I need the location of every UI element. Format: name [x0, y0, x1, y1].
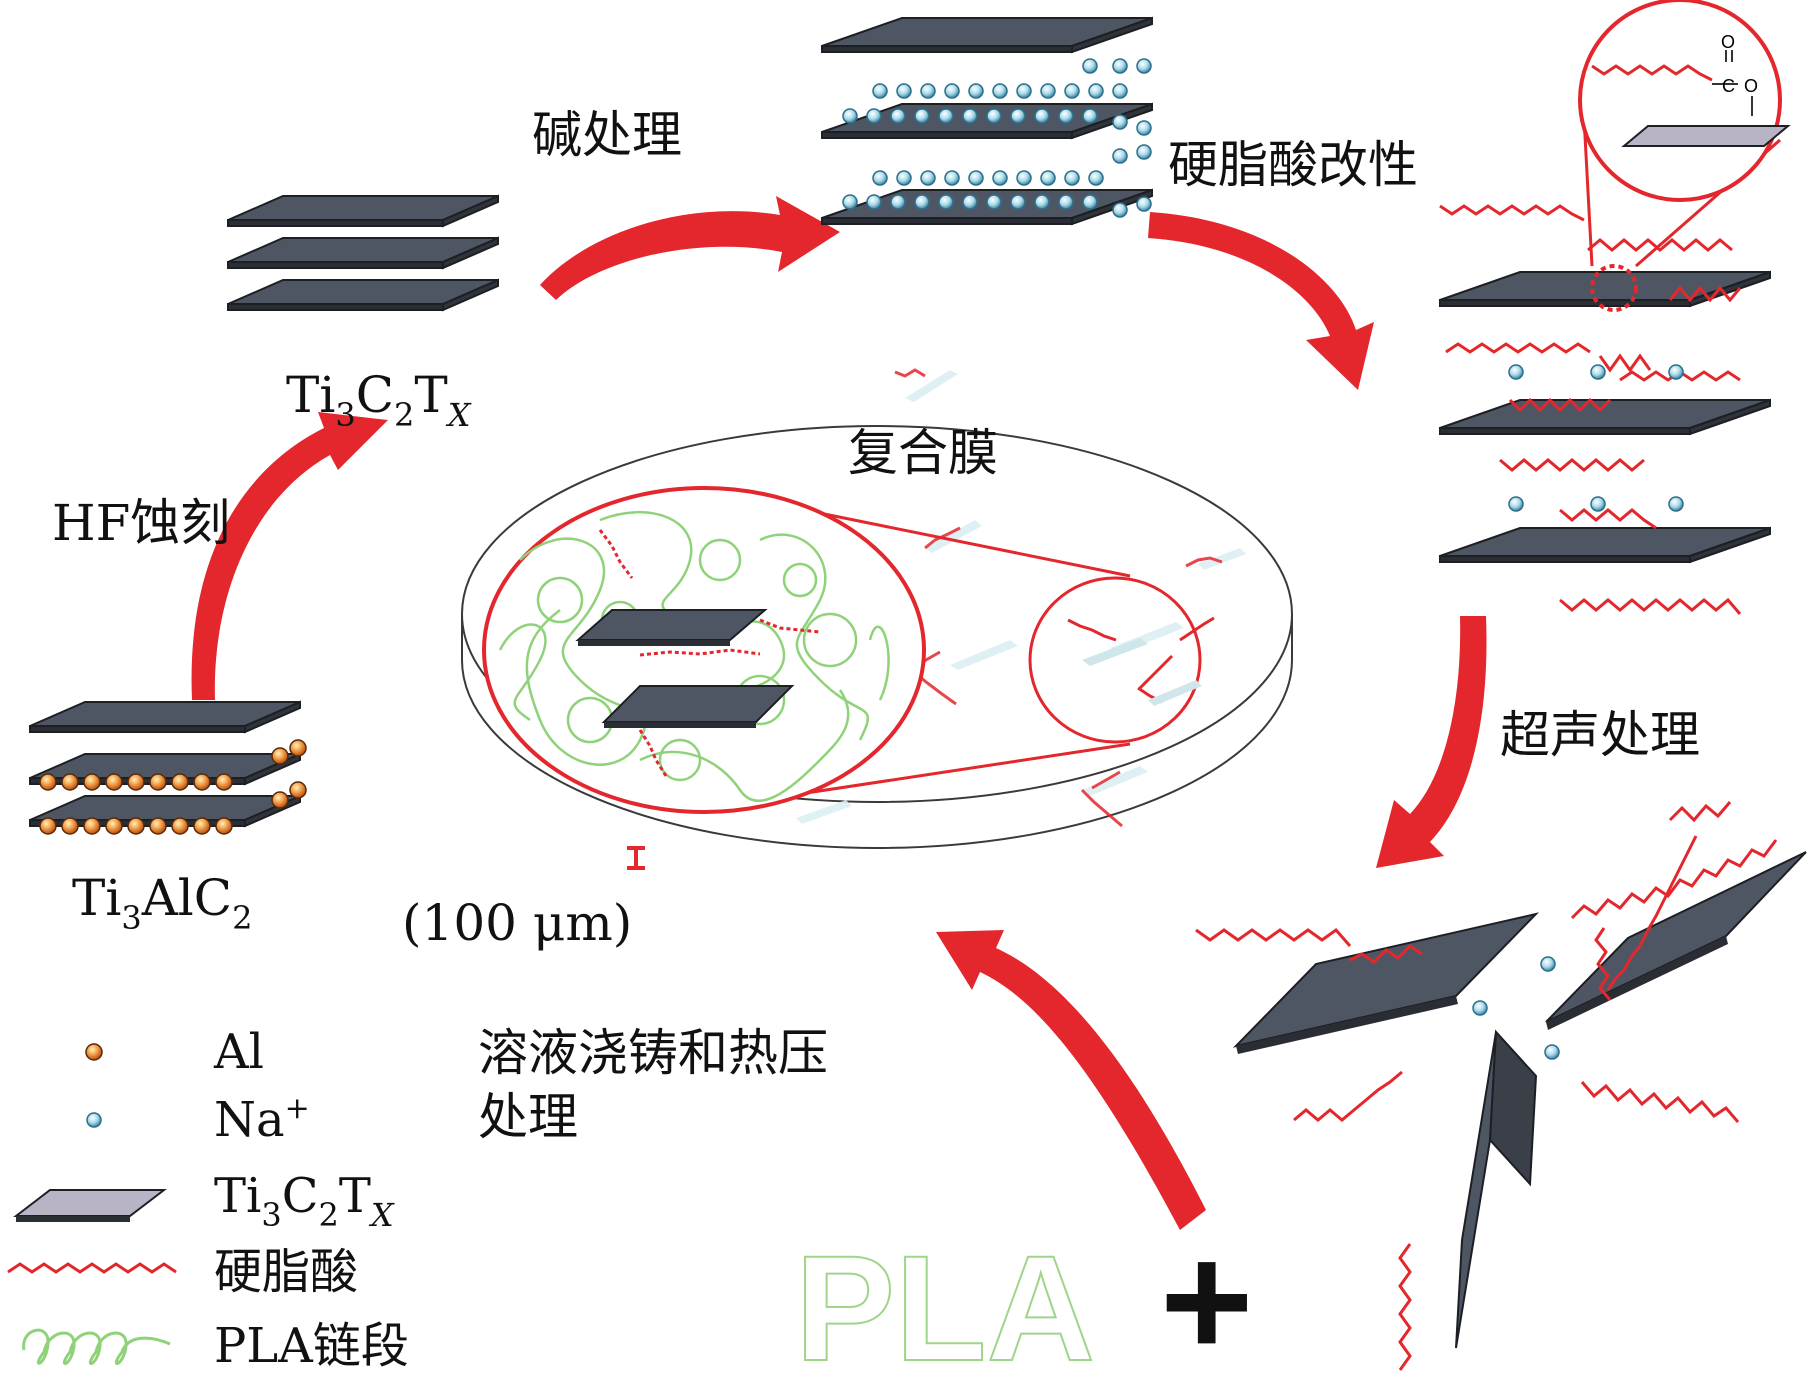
stearic-modified-stack	[1439, 204, 1771, 615]
zoom-flake-bottom	[601, 685, 795, 728]
arrow-casting	[936, 930, 1206, 1230]
arrow-ultrasound	[1376, 616, 1487, 868]
label-thickness: (100 μm)	[402, 894, 632, 952]
svg-text:O: O	[1744, 76, 1758, 96]
dispersed-flakes	[796, 368, 1246, 828]
legend: Al Na+ Ti3C2TX 硬脂酸 PLA链段	[7, 1024, 409, 1374]
legend-pla-chain: PLA链段	[22, 1318, 409, 1374]
svg-text:O: O	[1721, 32, 1735, 52]
arrow-alkali	[540, 196, 840, 300]
label-casting-line2: 处理	[478, 1088, 578, 1146]
flake-bottom	[1455, 1029, 1538, 1349]
plus-sign: +	[1160, 1211, 1253, 1381]
zoom-circle-small	[1028, 576, 1215, 744]
svg-text:Ti3C2TX: Ti3C2TX	[214, 1168, 395, 1234]
carboxyl-inset: O C O	[1578, 0, 1791, 268]
ti3alc2-stack	[29, 701, 307, 835]
ti3c2tx-stack	[227, 195, 499, 311]
arrow-hf-etch	[191, 412, 388, 700]
label-ti3alc2: Ti3AlC2	[72, 869, 252, 937]
label-hf-etch: HF蚀刻	[52, 494, 230, 552]
na-ions-right	[1508, 364, 1684, 512]
legend-na: Na+	[86, 1091, 310, 1148]
legend-mxene-sheet: Ti3C2TX	[13, 1168, 395, 1234]
svg-text:PLA链段: PLA链段	[214, 1318, 409, 1374]
na-ions-dispersed	[1472, 956, 1560, 1060]
label-ti3c2tx: Ti3C2TX	[286, 366, 472, 434]
flake-left	[1232, 912, 1540, 1054]
svg-text:硬脂酸: 硬脂酸	[214, 1244, 358, 1300]
legend-stearic-acid: 硬脂酸	[7, 1244, 358, 1300]
zoom-circle-large	[482, 486, 926, 814]
label-stearic-mod: 硬脂酸改性	[1168, 136, 1418, 194]
svg-text:Na+: Na+	[214, 1091, 310, 1148]
na-intercalated-stack	[821, 17, 1153, 225]
label-alkali: 碱处理	[532, 106, 682, 164]
label-composite-film: 复合膜	[848, 424, 998, 482]
process-arrows	[191, 196, 1487, 1230]
svg-text:Al: Al	[213, 1024, 264, 1080]
exfoliated-flakes	[1195, 801, 1807, 1371]
zoom-flake-top	[575, 609, 768, 646]
label-casting-line1: 溶液浇铸和热压	[478, 1024, 828, 1082]
legend-al: Al	[85, 1024, 264, 1080]
svg-text:C: C	[1722, 76, 1735, 96]
pla-outline-text: PLA	[795, 1224, 1095, 1381]
arrow-stearic	[1148, 212, 1374, 390]
label-ultrasound: 超声处理	[1500, 706, 1700, 764]
